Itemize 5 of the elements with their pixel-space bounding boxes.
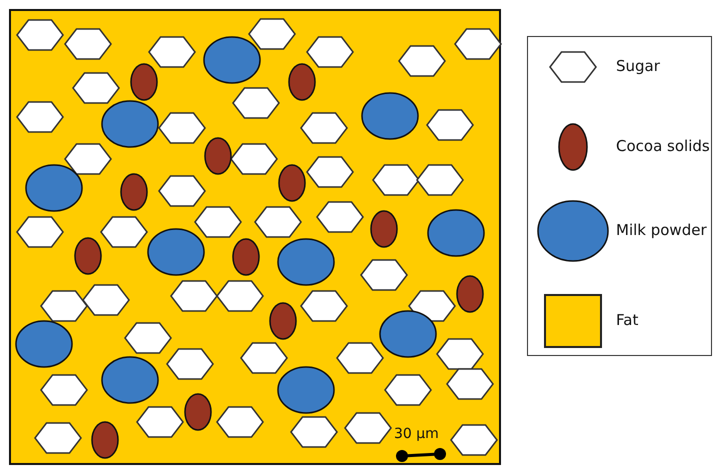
legend-label: Fat (616, 311, 638, 329)
scale-label: 30 µm (394, 426, 439, 442)
legend-label: Cocoa solids (616, 137, 710, 155)
legend-label: Sugar (616, 57, 660, 75)
legend-label: Milk powder (616, 221, 707, 239)
